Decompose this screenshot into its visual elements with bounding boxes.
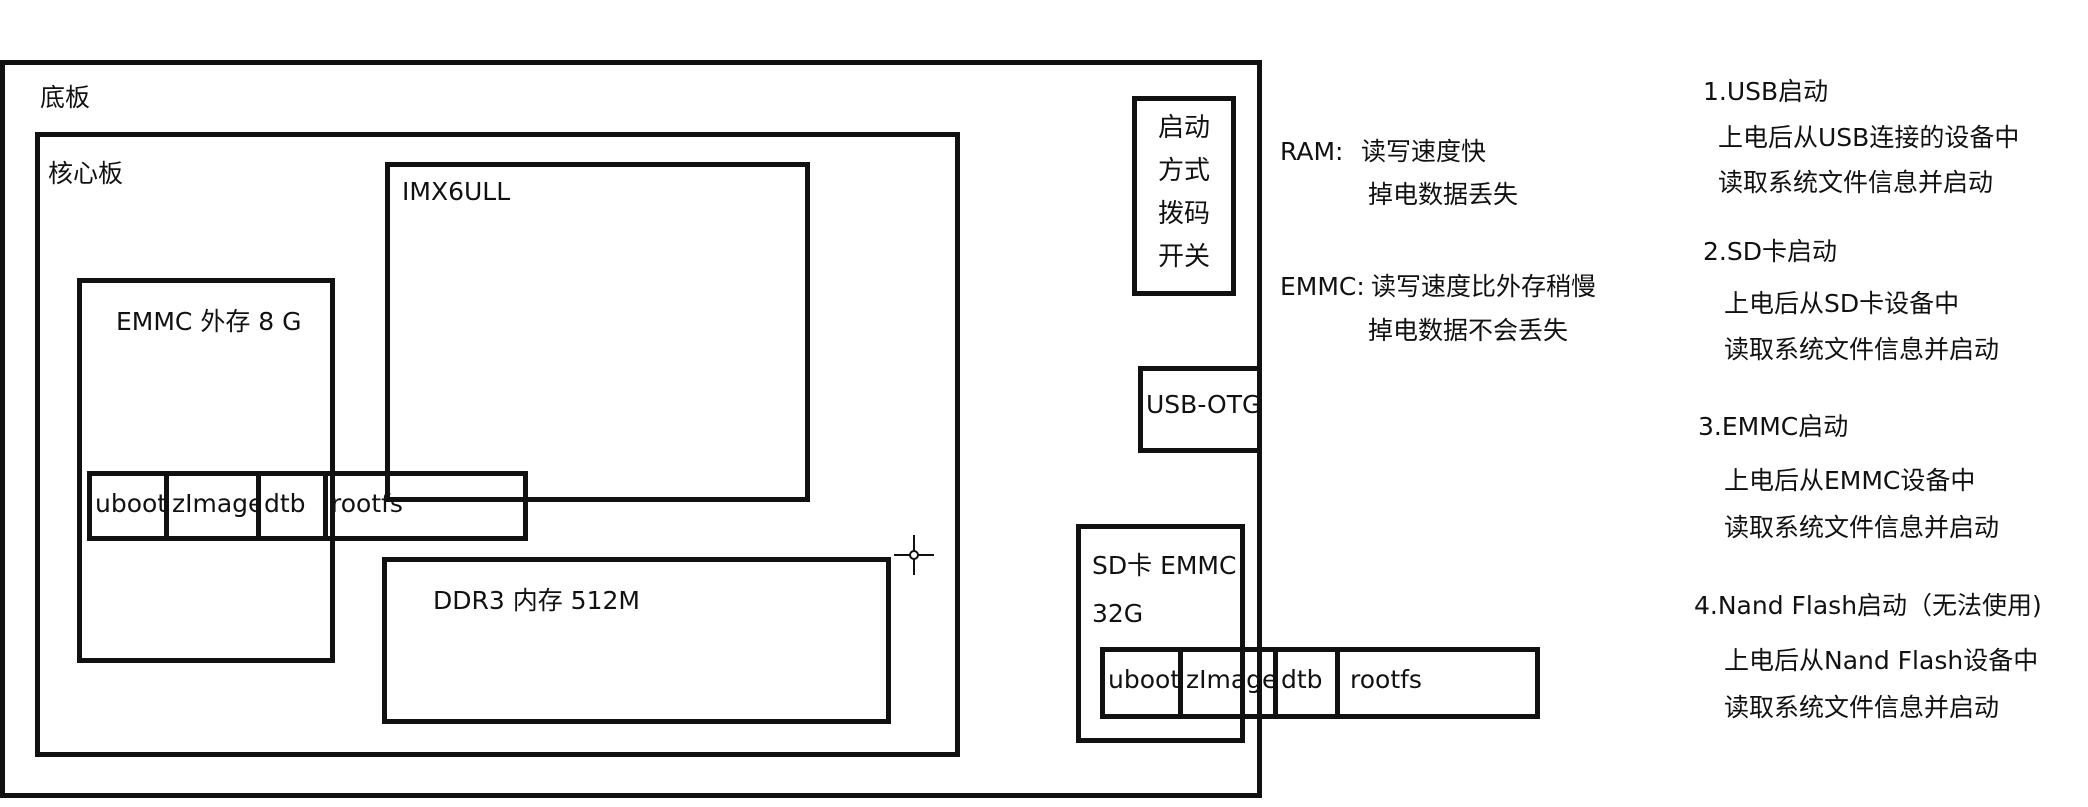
sd-partition-rootfs: rootfs (1335, 647, 1540, 719)
emmc-note-title: EMMC: (1280, 272, 1365, 301)
usb-otg-label: USB-OTG (1146, 390, 1262, 419)
boot-mode-nand-line2: 读取系统文件信息并启动 (1724, 693, 2000, 722)
boot-dip-switch-label: 启动 方式 拨码 开关 (1157, 113, 1210, 272)
crosshair-cursor-icon (894, 535, 934, 575)
boot-mode-emmc-line2: 读取系统文件信息并启动 (1724, 513, 2000, 542)
emmc-note-line1: 读写速度比外存稍慢 (1371, 272, 1597, 301)
cpu-imx6ull (385, 162, 810, 502)
boot-dip-switch (1132, 96, 1236, 296)
ram-note-line1: 读写速度快 (1361, 137, 1487, 166)
ddr3-label: DDR3 内存 512M (433, 586, 640, 615)
ddr3-memory (382, 557, 891, 724)
boot-mode-usb-line2: 读取系统文件信息并启动 (1718, 168, 1994, 197)
sd-partition-dtb: dtb (1273, 647, 1340, 719)
boot-mode-emmc-line1: 上电后从EMMC设备中 (1724, 466, 1976, 495)
boot-mode-usb-line1: 上电后从USB连接的设备中 (1718, 123, 2020, 152)
sd-card-size: 32G (1092, 599, 1144, 628)
usb-otg-port (1138, 366, 1262, 453)
sd-card-label: SD卡 EMMC (1092, 551, 1237, 580)
boot-mode-sd-title: 2.SD卡启动 (1703, 237, 1837, 266)
emmc-partition-rootfs: rootfs (323, 471, 528, 541)
base-board-label: 底板 (40, 83, 91, 112)
emmc-note-line2: 掉电数据不会丢失 (1368, 316, 1569, 345)
core-board-label: 核心板 (48, 159, 124, 188)
boot-mode-usb-title: 1.USB启动 (1703, 77, 1829, 106)
emmc-partition-dtb: dtb (256, 471, 328, 541)
boot-mode-sd-line1: 上电后从SD卡设备中 (1724, 289, 1960, 318)
cpu-label: IMX6ULL (402, 177, 511, 206)
emmc-partition-uboot: uboot (87, 471, 169, 541)
ram-note-title: RAM: (1280, 137, 1344, 166)
core-board (35, 132, 960, 757)
emmc-storage (77, 278, 335, 663)
boot-mode-sd-line2: 读取系统文件信息并启动 (1724, 335, 2000, 364)
sd-card (1076, 524, 1245, 743)
emmc-storage-label: EMMC 外存 8 G (116, 307, 302, 336)
sd-partition-zimage: zImage (1178, 647, 1278, 719)
boot-mode-nand-line1: 上电后从Nand Flash设备中 (1724, 646, 2039, 675)
boot-mode-nand-title: 4.Nand Flash启动（无法使用) (1694, 591, 2042, 620)
emmc-partition-zimage: zImage (164, 471, 261, 541)
ram-note-line2: 掉电数据丢失 (1368, 180, 1519, 209)
sd-partition-uboot: uboot (1100, 647, 1183, 719)
boot-mode-emmc-title: 3.EMMC启动 (1698, 412, 1849, 441)
